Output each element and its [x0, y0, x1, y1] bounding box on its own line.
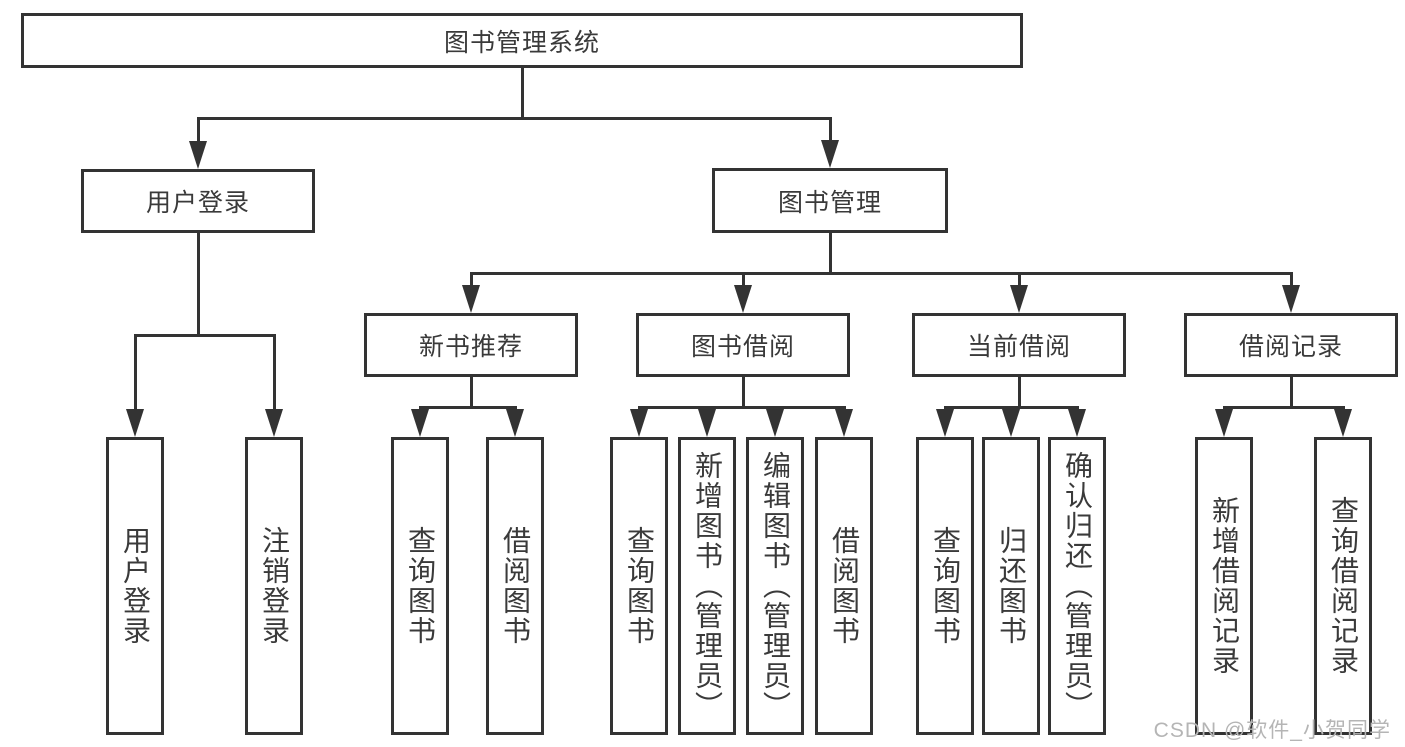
connector-line	[273, 334, 276, 412]
leaf-edit-books-admin: 编辑图书（管理员）	[746, 437, 804, 735]
leaf-confirm-return-admin: 确认归还（管理员）	[1048, 437, 1106, 735]
node-label: 图书借阅	[690, 333, 795, 361]
arrow-down-icon	[1002, 409, 1020, 437]
node-label: 图书管理系统	[443, 28, 600, 57]
connector-line	[470, 272, 1293, 275]
leaf-label: 注销登录	[259, 526, 290, 646]
connector-line	[197, 233, 200, 336]
connector-line	[197, 117, 200, 144]
leaf-recommend-query-books: 查询图书	[391, 437, 449, 735]
arrow-down-icon	[936, 409, 954, 437]
arrow-down-icon	[1068, 409, 1086, 437]
arrow-down-icon	[1282, 285, 1300, 313]
node-label: 借阅记录	[1238, 333, 1343, 361]
arrow-down-icon	[462, 285, 480, 313]
leaf-label: 编辑图书（管理员）	[760, 451, 791, 721]
csdn-watermark: CSDN @软件_小贺同学	[1153, 719, 1391, 742]
connector-line	[1290, 272, 1293, 288]
arrow-down-icon	[506, 409, 524, 437]
arrow-down-icon	[126, 409, 144, 437]
connector-line	[742, 272, 745, 288]
connector-line	[470, 272, 473, 288]
leaf-label: 借阅图书	[829, 526, 860, 646]
arrow-down-icon	[1334, 409, 1352, 437]
connector-line	[829, 117, 832, 144]
leaf-label: 新增图书（管理员）	[692, 451, 723, 721]
arrow-down-icon	[1215, 409, 1233, 437]
node-user-login: 用户登录	[81, 169, 315, 233]
leaf-current-query-books: 查询图书	[916, 437, 974, 735]
connector-line	[829, 233, 832, 274]
arrow-down-icon	[766, 409, 784, 437]
connector-line	[419, 406, 516, 409]
connector-line	[638, 406, 845, 409]
node-label: 当前借阅	[966, 333, 1071, 361]
node-current-borrow: 当前借阅	[912, 313, 1126, 377]
leaf-label: 查询借阅记录	[1328, 496, 1359, 676]
leaf-borrow-books: 借阅图书	[815, 437, 873, 735]
node-label: 新书推荐	[418, 333, 523, 361]
connector-line	[197, 117, 832, 120]
connector-line	[134, 334, 275, 337]
connector-line	[521, 68, 524, 118]
arrow-down-icon	[189, 141, 207, 169]
leaf-label: 确认归还（管理员）	[1062, 451, 1093, 721]
connector-line	[1223, 406, 1344, 409]
connector-line	[1290, 377, 1293, 408]
arrow-down-icon	[821, 140, 839, 168]
leaf-label: 归还图书	[996, 526, 1027, 646]
arrow-down-icon	[630, 409, 648, 437]
node-library-system: 图书管理系统	[21, 13, 1023, 68]
leaf-user-login: 用户登录	[106, 437, 164, 735]
node-new-book-recommend: 新书推荐	[364, 313, 578, 377]
arrow-down-icon	[734, 285, 752, 313]
connector-line	[470, 377, 473, 408]
leaf-add-books-admin: 新增图书（管理员）	[678, 437, 736, 735]
leaf-borrow-query-books: 查询图书	[610, 437, 668, 735]
connector-line	[134, 334, 137, 412]
leaf-label: 查询图书	[930, 526, 961, 646]
leaf-label: 新增借阅记录	[1209, 496, 1240, 676]
leaf-return-books: 归还图书	[982, 437, 1040, 735]
leaf-label: 用户登录	[120, 526, 151, 646]
node-book-borrow: 图书借阅	[636, 313, 850, 377]
leaf-label: 查询图书	[624, 526, 655, 646]
node-label: 图书管理	[777, 188, 882, 217]
leaf-logout: 注销登录	[245, 437, 303, 735]
leaf-label: 借阅图书	[500, 526, 531, 646]
node-book-management: 图书管理	[712, 168, 948, 233]
leaf-label: 查询图书	[405, 526, 436, 646]
arrow-down-icon	[1010, 285, 1028, 313]
leaf-recommend-borrow-books: 借阅图书	[486, 437, 544, 735]
leaf-add-borrow-record: 新增借阅记录	[1195, 437, 1253, 735]
connector-line	[742, 377, 745, 408]
node-label: 用户登录	[145, 189, 250, 217]
leaf-query-borrow-record: 查询借阅记录	[1314, 437, 1372, 735]
connector-line	[1018, 272, 1021, 288]
node-borrow-records: 借阅记录	[1184, 313, 1398, 377]
arrow-down-icon	[835, 409, 853, 437]
connector-line	[1018, 377, 1021, 408]
arrow-down-icon	[411, 409, 429, 437]
arrow-down-icon	[265, 409, 283, 437]
arrow-down-icon	[698, 409, 716, 437]
